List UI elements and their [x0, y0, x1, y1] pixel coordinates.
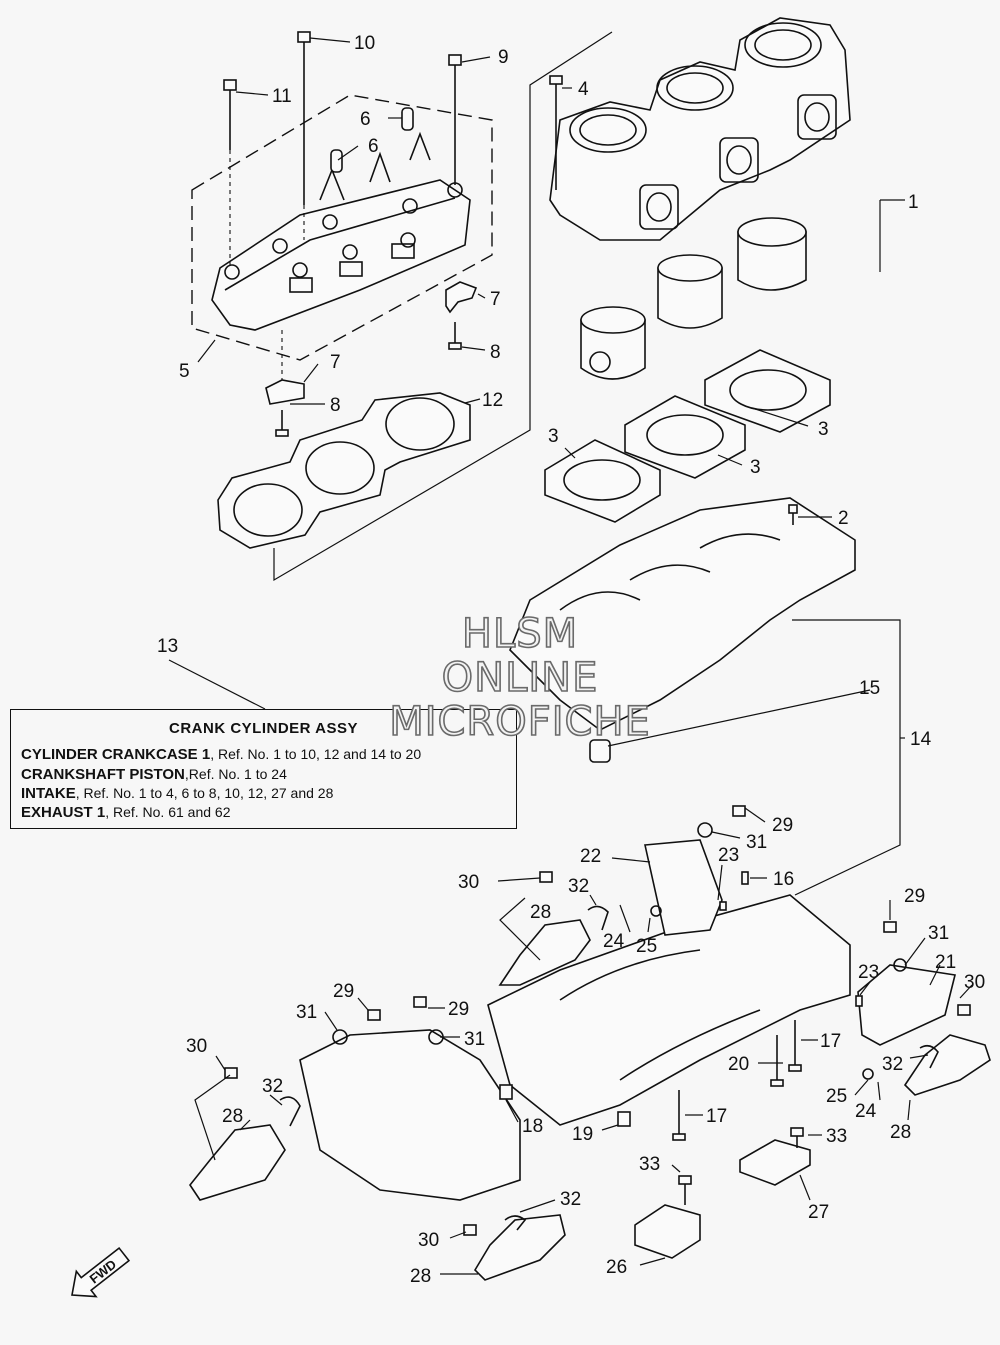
info-line-cylinder-crankcase: CYLINDER CRANKCASE 1, Ref. No. 1 to 10, …: [21, 746, 422, 763]
callout-32d: 32: [560, 1189, 581, 1210]
callout-17a: 17: [820, 1031, 841, 1052]
cylinder-head-group: [191, 94, 493, 361]
callout-28b: 28: [222, 1106, 243, 1127]
callout-22: 22: [580, 846, 601, 867]
callout-24a: 24: [603, 931, 625, 952]
callout-30d: 30: [418, 1230, 439, 1251]
callout-14: 14: [910, 729, 932, 750]
engine-brackets-7: [265, 281, 478, 437]
callout-30c: 30: [186, 1036, 207, 1057]
callout-8b: 8: [330, 395, 341, 416]
callout-32a: 32: [568, 876, 589, 897]
callout-31b: 31: [928, 923, 949, 944]
callout-28d: 28: [410, 1266, 431, 1287]
head-bolts: [223, 31, 462, 270]
callout-29c: 29: [333, 981, 354, 1002]
callout-7b: 7: [330, 352, 341, 373]
callout-31c: 31: [296, 1002, 317, 1023]
misc-bolts: [224, 805, 971, 1236]
callout-29b: 29: [904, 886, 925, 907]
callout-6a: 6: [360, 109, 371, 130]
callout-23a: 23: [718, 845, 739, 866]
callout-24b: 24: [855, 1101, 877, 1122]
info-line-intake: INTAKE, Ref. No. 1 to 4, 6 to 8, 10, 12,…: [21, 785, 334, 802]
callout-18: 18: [522, 1116, 543, 1137]
assembly-info-box: CRANK CYLINDER ASSY CYLINDER CRANKCASE 1…: [10, 709, 517, 829]
base-gaskets-3: [544, 349, 831, 523]
callout-29a: 29: [772, 815, 793, 836]
callout-21: 21: [935, 952, 956, 973]
callout-16: 16: [773, 869, 794, 890]
damper-blocks: [634, 1127, 811, 1259]
callout-4: 4: [578, 79, 589, 100]
info-box-title: CRANK CYLINDER ASSY: [169, 720, 358, 737]
callout-33a: 33: [826, 1126, 847, 1147]
callout-29d: 29: [448, 999, 469, 1020]
head-gasket-12: [217, 392, 471, 549]
callout-33b: 33: [639, 1154, 660, 1175]
callout-19: 19: [572, 1124, 593, 1145]
callout-31d: 31: [464, 1029, 485, 1050]
callout-27: 27: [808, 1202, 829, 1223]
callout-3b: 3: [750, 457, 761, 478]
callout-31a: 31: [746, 832, 767, 853]
callout-32c: 32: [262, 1076, 283, 1097]
callout-5: 5: [179, 361, 190, 382]
fwd-arrow: FWD: [71, 1246, 131, 1298]
info-line-exhaust: EXHAUST 1, Ref. No. 61 and 62: [21, 804, 231, 821]
callout-30b: 30: [964, 972, 985, 993]
callout-32b: 32: [882, 1054, 903, 1075]
callout-9: 9: [498, 47, 509, 68]
callout-15: 15: [859, 678, 880, 699]
callout-2: 2: [838, 508, 849, 529]
callout-6b: 6: [368, 136, 379, 157]
callout-11: 11: [272, 86, 292, 107]
callout-28c: 28: [890, 1122, 911, 1143]
callout-20: 20: [728, 1054, 749, 1075]
callout-25b: 25: [826, 1086, 847, 1107]
callout-28a: 28: [530, 902, 551, 923]
callout-10: 10: [354, 33, 375, 54]
crankcase-upper: [509, 497, 856, 763]
callout-26: 26: [606, 1257, 627, 1278]
callout-30a: 30: [458, 872, 479, 893]
callout-7a: 7: [490, 289, 501, 310]
callout-12: 12: [482, 390, 503, 411]
pistons: [580, 217, 807, 380]
callout-1: 1: [908, 192, 919, 213]
callout-numbers: 1 2 3 3 3 4 5 6 6 7 7 8 8 9 10 11 12 13 …: [157, 33, 985, 1287]
info-line-crankshaft-piston: CRANKSHAFT PISTON,Ref. No. 1 to 24: [21, 766, 287, 783]
callout-23b: 23: [858, 962, 879, 983]
callout-3a: 3: [818, 419, 829, 440]
leader-lines: [168, 37, 973, 1275]
callout-17b: 17: [706, 1106, 727, 1127]
engine-mounts-28: [189, 919, 991, 1281]
cylinder-block-1: [549, 17, 851, 241]
callout-8a: 8: [490, 342, 501, 363]
callout-25a: 25: [636, 936, 657, 957]
callout-3c: 3: [548, 426, 559, 447]
callout-13: 13: [157, 636, 178, 657]
crankcase-lower: [299, 839, 956, 1201]
